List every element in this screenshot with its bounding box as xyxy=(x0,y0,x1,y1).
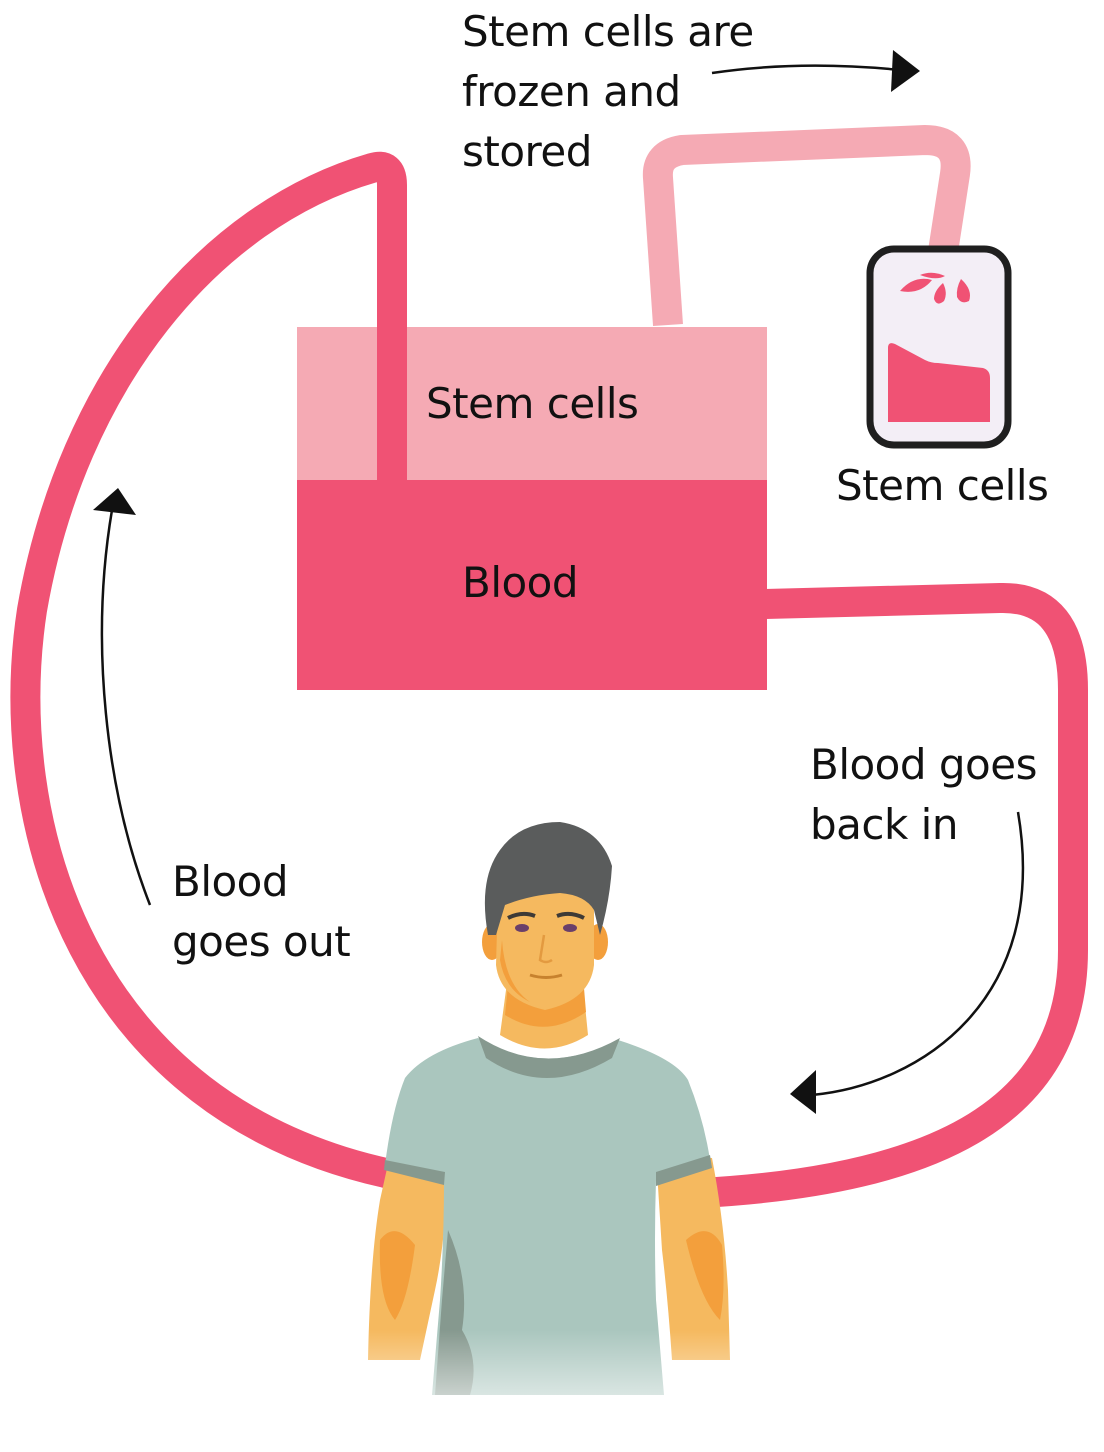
patient-figure xyxy=(340,822,760,1447)
left-sleeve-hem xyxy=(384,1160,445,1185)
face-shadow xyxy=(500,940,530,1002)
blood-return-tube xyxy=(699,583,1088,1208)
separator-blood-layer xyxy=(297,480,767,690)
falling-drops xyxy=(900,272,970,304)
right-eye xyxy=(563,924,577,932)
blood-back-in-label: Blood goes back in xyxy=(810,735,1037,855)
machine-blood-label: Blood xyxy=(462,558,579,607)
blood-in-arrow-head xyxy=(790,1070,816,1114)
bag-stem-cells-label: Stem cells xyxy=(836,461,1049,510)
stem-cell-tube xyxy=(642,125,971,327)
blood-out-arrow-line xyxy=(100,509,152,906)
frozen-stored-line-3: stored xyxy=(462,127,592,176)
blood-out-line-1: Blood xyxy=(172,857,289,906)
machine-stem-cells-label: Stem cells xyxy=(426,379,639,428)
frozen-stored-label: Stem cells are frozen and stored xyxy=(462,2,754,182)
frozen-arrow-head xyxy=(891,50,920,92)
right-sleeve-hem xyxy=(656,1155,712,1186)
blood-out-label: Blood goes out xyxy=(172,852,351,972)
frozen-arrow-line xyxy=(711,64,901,75)
shirt xyxy=(385,1038,710,1395)
left-eyebrow xyxy=(507,911,536,920)
blood-back-in-line-1: Blood goes xyxy=(810,740,1037,789)
frozen-stored-line-2: frozen and xyxy=(462,67,681,116)
frozen-stored-line-1: Stem cells are xyxy=(462,7,754,56)
figure-fade xyxy=(340,1330,760,1447)
hair xyxy=(484,822,612,935)
shirt-collar xyxy=(478,1036,620,1078)
stem-cell-bag xyxy=(866,245,1012,449)
left-arm-shadow xyxy=(379,1231,415,1320)
blood-back-in-line-2: back in xyxy=(810,800,958,849)
blood-in-arrow-line xyxy=(811,811,1025,1097)
left-eye xyxy=(515,924,529,932)
nose xyxy=(538,934,553,964)
right-eyebrow xyxy=(556,911,585,920)
separator-stem-cells-layer xyxy=(297,327,767,480)
mouth xyxy=(529,973,563,979)
blood-out-tube xyxy=(10,151,407,1190)
bag-stem-cell-fill xyxy=(888,343,990,422)
right-arm-shadow xyxy=(686,1231,724,1320)
blood-out-arrow-head xyxy=(93,488,136,515)
blood-out-line-2: goes out xyxy=(172,917,351,966)
